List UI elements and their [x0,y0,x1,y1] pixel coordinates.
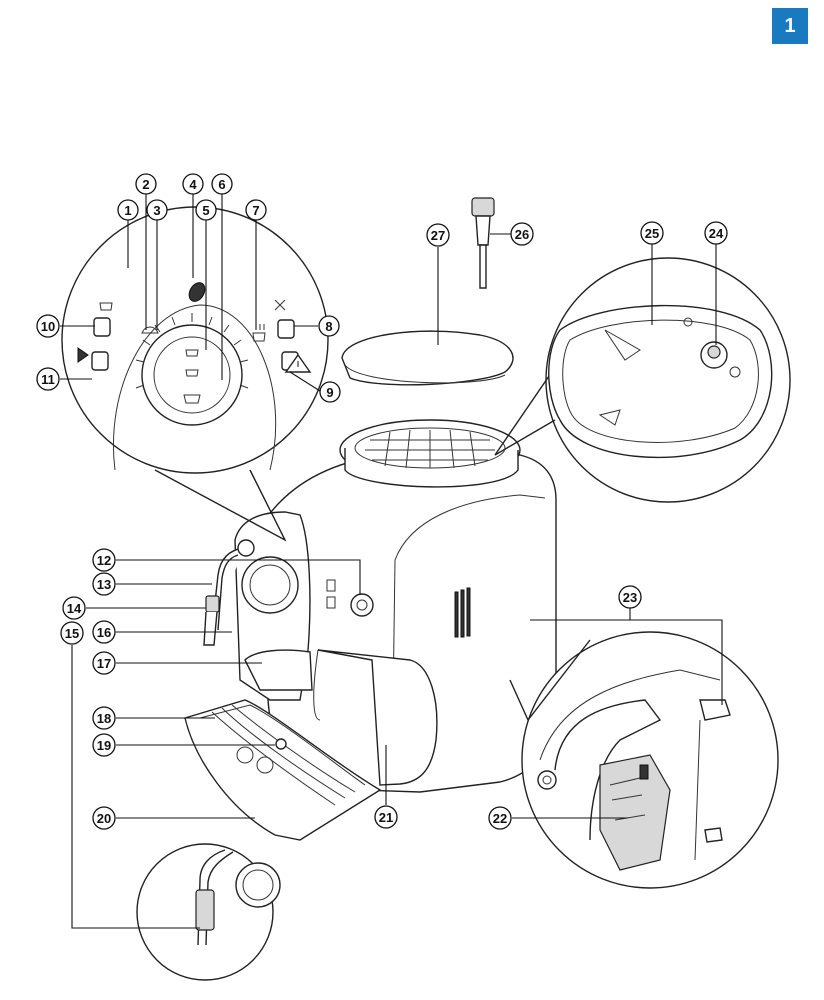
callout-4: 4 [182,173,204,195]
svg-text:1: 1 [124,203,131,218]
callout-6: 6 [211,173,233,195]
svg-text:26: 26 [515,227,529,242]
callout-27: 27 [426,223,450,247]
callout-23: 23 [618,585,642,609]
vent-slots [454,587,471,638]
svg-text:7: 7 [252,203,259,218]
svg-text:23: 23 [623,590,637,605]
callout-16: 16 [92,620,116,644]
callout-1: 1 [117,199,139,221]
callout-3: 3 [146,199,168,221]
control-panel-zoom [61,206,329,542]
svg-text:18: 18 [97,711,111,726]
svg-text:9: 9 [326,385,333,400]
brew-group-zoom [509,631,779,889]
callout-19: 19 [92,733,116,757]
svg-text:19: 19 [97,738,111,753]
svg-text:16: 16 [97,625,111,640]
svg-text:5: 5 [202,203,209,218]
callout-11: 11 [36,367,60,391]
callout-18: 18 [92,706,116,730]
callout-8: 8 [318,315,340,337]
callout-24: 24 [704,221,728,245]
machine-body [203,419,557,793]
svg-text:22: 22 [493,811,507,826]
bean-container-lid [341,330,514,386]
svg-text:11: 11 [41,372,55,387]
page-number-badge: 1 [772,8,808,44]
svg-text:8: 8 [325,319,332,334]
svg-text:3: 3 [153,203,160,218]
callout-20: 20 [92,806,116,830]
svg-text:14: 14 [67,601,82,616]
svg-text:2: 2 [142,177,149,192]
svg-text:24: 24 [709,226,724,241]
callout-5: 5 [195,199,217,221]
svg-text:25: 25 [645,226,659,241]
callout-2: 2 [135,173,157,195]
callout-12: 12 [92,548,116,572]
svg-text:6: 6 [218,177,225,192]
svg-text:12: 12 [97,553,111,568]
callout-13: 13 [92,572,116,596]
callout-7: 7 [245,199,267,221]
callout-26: 26 [510,222,534,246]
grinder-adjustment-key [471,197,495,289]
callout-10: 10 [36,314,60,338]
drip-tray [184,699,382,841]
svg-text:17: 17 [97,656,111,671]
hopper-grid [354,427,506,469]
callout-21: 21 [374,805,398,829]
svg-text:20: 20 [97,811,111,826]
svg-text:10: 10 [41,319,55,334]
hopper-zoom [494,257,791,503]
svg-text:4: 4 [189,177,197,192]
svg-text:15: 15 [65,626,79,641]
leader-lines [60,184,723,929]
callout-15: 15 [60,621,84,645]
callout-9: 9 [319,381,341,403]
callout-22: 22 [488,806,512,830]
svg-text:13: 13 [97,577,111,592]
callout-14: 14 [62,596,86,620]
svg-text:21: 21 [379,810,393,825]
callout-17: 17 [92,651,116,675]
callout-25: 25 [640,221,664,245]
steam-wand-zoom [136,843,281,981]
svg-text:27: 27 [431,228,445,243]
